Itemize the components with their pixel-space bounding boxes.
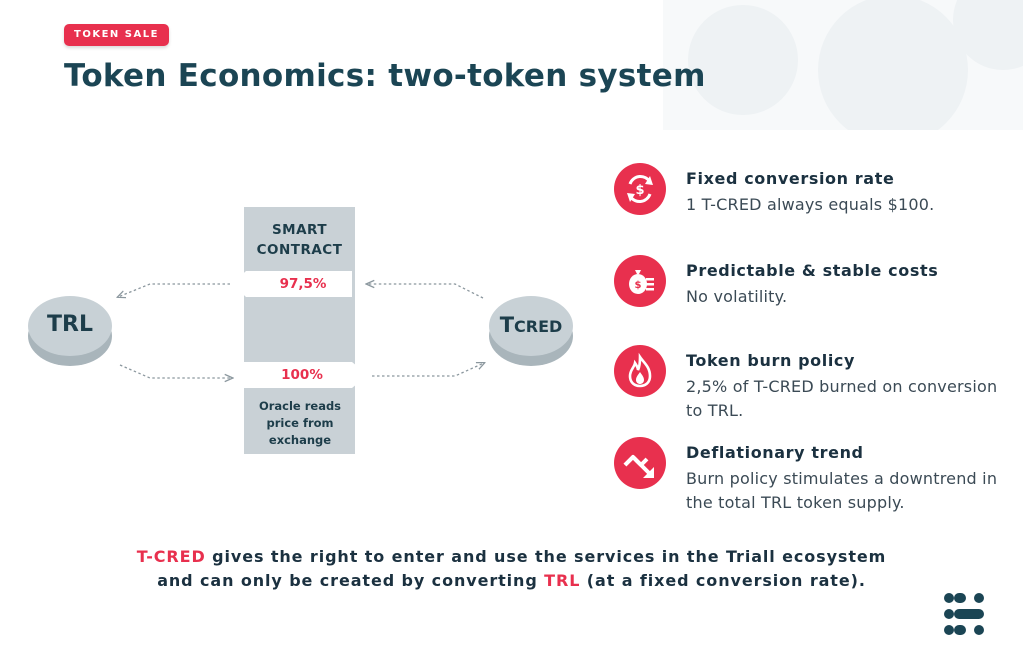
smart-contract-column	[244, 207, 355, 454]
feature-desc: No volatility.	[686, 287, 788, 306]
rate-banner-top	[232, 271, 352, 297]
feature-desc: 2,5% of T-CRED burned on conversion to T…	[686, 377, 998, 420]
feature-title: Token burn policy	[686, 351, 856, 370]
trl-label: TRL	[47, 312, 93, 337]
page-title: Token Economics: two-token system	[64, 58, 706, 94]
downtrend-arrow-icon	[614, 437, 666, 489]
rate-banner-bottom	[244, 362, 368, 388]
feature-title: Deflationary trend	[686, 443, 864, 462]
tcred-node	[489, 296, 573, 366]
rate-to-tcred-label: 100%	[281, 367, 323, 383]
feature-desc: 1 T-CRED always equals $100.	[686, 195, 935, 214]
feature-title: Fixed conversion rate	[686, 169, 895, 188]
oracle-note: Oracle reads price from exchange	[258, 399, 342, 447]
triall-logo	[944, 593, 984, 635]
flame-icon	[614, 345, 666, 397]
money-bag-icon: $	[614, 255, 666, 307]
bottom-statement-line1: T-CRED gives the right to enter and use …	[136, 547, 887, 566]
svg-text:$: $	[635, 280, 642, 291]
feature-desc: Burn policy stimulates a downtrend in th…	[686, 469, 998, 512]
exchange-dollar-icon: $	[614, 163, 666, 215]
trl-node	[28, 296, 112, 366]
tcred-label: TCRED	[499, 313, 563, 337]
rate-to-trl-label: 97,5%	[279, 276, 327, 292]
bottom-statement-line2: and can only be created by converting TR…	[157, 571, 866, 590]
token-flow-diagram	[28, 207, 573, 454]
feature-title: Predictable & stable costs	[686, 261, 939, 280]
background-decoration	[663, 0, 1023, 130]
arrow-tcred-to-contract	[367, 284, 484, 299]
smart-contract-title: SMART CONTRACT	[256, 222, 343, 258]
arrow-contract-to-trl	[118, 283, 230, 297]
arrow-contract-to-tcred	[372, 363, 484, 377]
svg-text:$: $	[635, 183, 644, 198]
arrow-trl-to-contract	[119, 364, 232, 378]
token-sale-badge: TOKEN SALE	[64, 24, 169, 46]
